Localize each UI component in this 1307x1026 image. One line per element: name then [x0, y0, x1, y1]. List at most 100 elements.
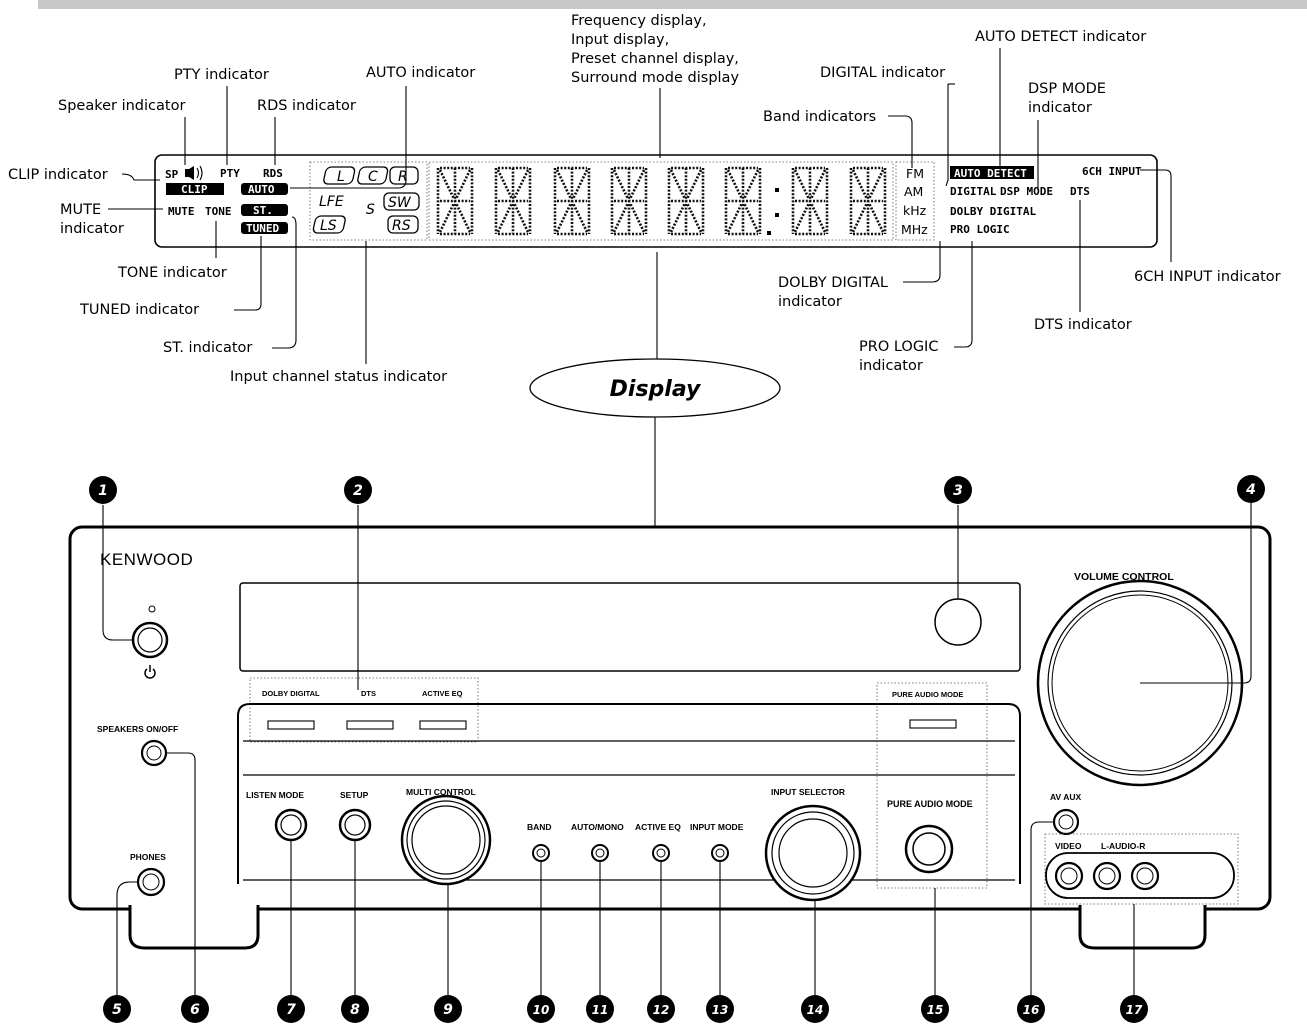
- callouts: 1 2 3 4 5 6 7 8 9 10 11 12 13 14 15 16 1…: [89, 475, 1265, 1023]
- digital-indicator: DIGITAL: [950, 185, 997, 198]
- dts-indicator-label: DTS indicator: [1034, 317, 1132, 333]
- svg-text:14: 14: [807, 1003, 824, 1017]
- audio-l-jack[interactable]: [1092, 861, 1122, 891]
- rds-indicator-label: RDS indicator: [257, 98, 356, 114]
- svg-text:C: C: [368, 169, 378, 185]
- input-selector-label: INPUT SELECTOR: [771, 787, 845, 797]
- auto-detect-indicator-label: AUTO DETECT indicator: [975, 29, 1146, 45]
- active-eq-led: [419, 720, 467, 730]
- callout-14: 14: [801, 995, 829, 1023]
- svg-text:Input display,: Input display,: [571, 32, 669, 48]
- callout-13: 13: [706, 995, 734, 1023]
- tone-indicator: TONE: [205, 205, 232, 218]
- segment-display: [436, 166, 887, 236]
- callout-1: 1: [89, 476, 117, 504]
- khz-indicator: kHz: [903, 203, 927, 218]
- segment-char: [724, 166, 762, 236]
- segment-char: [436, 166, 474, 236]
- audio-r-jack[interactable]: [1130, 861, 1160, 891]
- brand-logo: KENWOOD: [100, 550, 193, 569]
- callout-16: 16: [1017, 995, 1045, 1023]
- callout-4: 4: [1237, 475, 1265, 503]
- dsp-mode-indicator-label: DSP MODE: [1028, 81, 1106, 97]
- callout-2: 2: [344, 476, 372, 504]
- band-box: [895, 161, 935, 241]
- auto-mono-label: AUTO/MONO: [571, 822, 624, 832]
- callout-12: 12: [647, 995, 675, 1023]
- pty-indicator-label: PTY indicator: [174, 67, 269, 83]
- svg-text:10: 10: [533, 1003, 550, 1017]
- mute-indicator-label: MUTE: [60, 202, 101, 218]
- frequency-display-label: Frequency display, Input display, Preset…: [571, 13, 739, 86]
- speaker-icon: [185, 165, 203, 181]
- input-selector-knob[interactable]: [764, 804, 862, 902]
- video-label: VIDEO: [1055, 841, 1082, 851]
- dts-label: DTS: [361, 689, 376, 698]
- active-eq-indicator-label: ACTIVE EQ: [422, 689, 463, 698]
- segment-char: [849, 166, 887, 236]
- svg-text:13: 13: [712, 1003, 729, 1017]
- svg-text:Frequency display,: Frequency display,: [571, 13, 707, 29]
- svg-text:SW: SW: [388, 195, 412, 211]
- right-foot: [1078, 905, 1207, 950]
- pro-logic-indicator-label-2: indicator: [859, 358, 923, 374]
- input-mode-button[interactable]: [711, 844, 729, 862]
- svg-text:12: 12: [653, 1003, 670, 1017]
- dts-led: [346, 720, 394, 730]
- digital-indicator-label: DIGITAL indicator: [820, 65, 945, 81]
- callout-11: 11: [586, 995, 614, 1023]
- av-aux-button[interactable]: [1052, 808, 1080, 836]
- display-leader-lines: [108, 48, 1172, 364]
- auto-mono-button[interactable]: [591, 844, 609, 862]
- speakers-onoff-button[interactable]: [140, 739, 168, 767]
- svg-text:1: 1: [98, 483, 108, 499]
- left-foot: [128, 905, 260, 950]
- mhz-indicator: MHz: [901, 222, 928, 237]
- svg-text:8: 8: [350, 1002, 360, 1018]
- svg-text:Preset channel display,: Preset channel display,: [571, 51, 739, 67]
- phones-jack[interactable]: [136, 867, 166, 897]
- remote-sensor: [934, 598, 982, 646]
- segment-colon: [767, 188, 779, 235]
- callout-6: 6: [181, 995, 209, 1023]
- video-jack[interactable]: [1054, 861, 1084, 891]
- callout-9: 9: [434, 995, 462, 1023]
- rds-indicator: RDS: [263, 167, 283, 180]
- auto-indicator-label: AUTO indicator: [366, 65, 475, 81]
- band-button[interactable]: [532, 844, 550, 862]
- multi-control-knob[interactable]: [400, 794, 492, 886]
- tuned-indicator-label: TUNED indicator: [79, 302, 199, 318]
- segment-char: [553, 166, 591, 236]
- svg-text:Surround mode display: Surround mode display: [571, 70, 739, 86]
- sp-indicator: SP: [165, 168, 179, 181]
- auto-detect-indicator-bg: [950, 166, 1034, 179]
- l-audio-r-label: L-AUDIO-R: [1101, 841, 1145, 851]
- segment-char: [610, 166, 648, 236]
- svg-text:6: 6: [190, 1002, 200, 1018]
- sixch-input-indicator: 6CH INPUT: [1082, 165, 1142, 178]
- tuned-indicator-bg: [241, 222, 288, 234]
- svg-text:S: S: [366, 202, 375, 218]
- callout-8: 8: [341, 995, 369, 1023]
- callout-5: 5: [103, 995, 131, 1023]
- active-eq-button[interactable]: [652, 844, 670, 862]
- segment-char: [791, 166, 829, 236]
- svg-text:L: L: [337, 169, 345, 185]
- dolby-digital-indicator-label: DOLBY DIGITAL: [778, 275, 888, 291]
- segment-area-box: [428, 161, 894, 241]
- av-aux-group-box: [1044, 833, 1239, 905]
- clip-indicator-bg: [166, 183, 224, 195]
- svg-text:RS: RS: [392, 218, 411, 234]
- auto-indicator-bg: [241, 183, 288, 195]
- speaker-indicator-label: Speaker indicator: [58, 98, 185, 114]
- tuned-indicator: TUNED: [246, 222, 279, 235]
- st-indicator: ST.: [253, 204, 273, 217]
- dolby-digital-label: DOLBY DIGITAL: [262, 689, 320, 698]
- svg-text:3: 3: [953, 483, 963, 499]
- callout-3: 3: [944, 476, 972, 504]
- callout-10: 10: [527, 995, 555, 1023]
- display-window: [239, 582, 1021, 672]
- callout-17: 17: [1120, 995, 1148, 1023]
- svg-text:7: 7: [286, 1002, 296, 1018]
